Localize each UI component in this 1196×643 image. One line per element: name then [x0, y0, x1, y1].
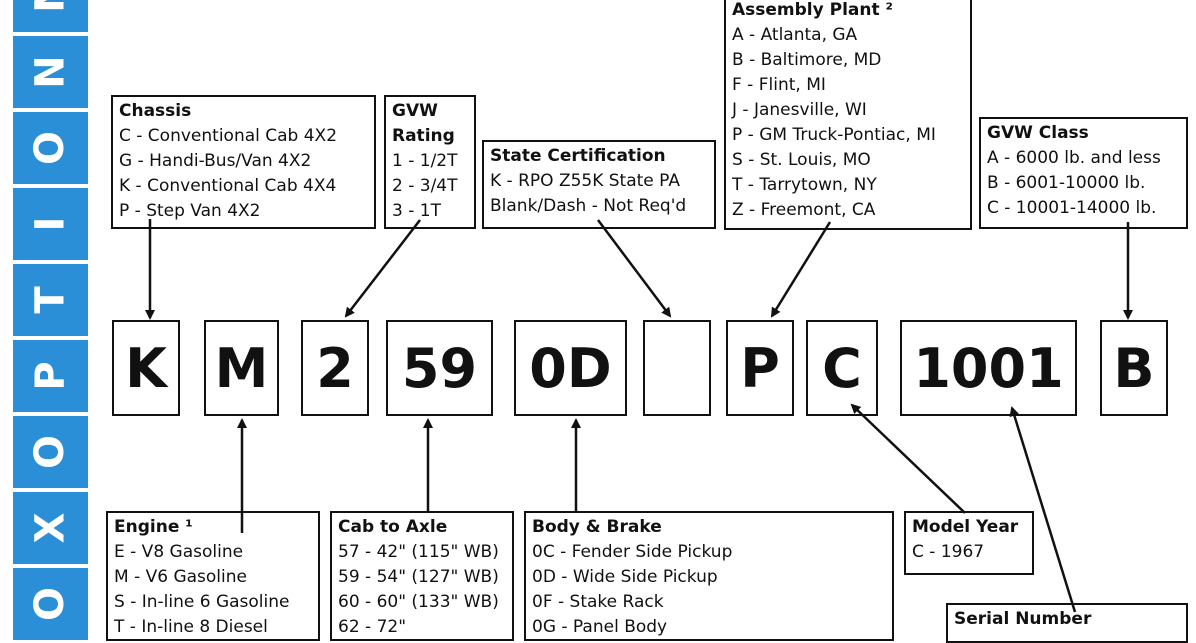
body-brake-box: Body & Brake 0C - Fender Side Pickup 0D … — [524, 511, 894, 641]
assembly-plant-line: A - Atlanta, GA — [732, 25, 858, 45]
gvw-class-line: B - 6001-10000 lb. — [987, 173, 1146, 193]
engine-line: E - V8 Gasoline — [114, 542, 244, 562]
vin-char: B — [1100, 320, 1168, 416]
connector-arrows — [145, 219, 1133, 613]
side-letter-band: N N O I T P O X O — [0, 0, 95, 640]
side-tile: X — [13, 492, 88, 564]
side-tile: O — [13, 112, 88, 184]
cab-axle-title: Cab to Axle — [338, 517, 448, 537]
model-year-line: C - 1967 — [912, 542, 985, 562]
assembly-plant-line: T - Tarrytown, NY — [732, 175, 877, 195]
chassis-box: Chassis C - Conventional Cab 4X2 G - Han… — [111, 95, 376, 229]
assembly-plant-title: Assembly Plant ² — [732, 0, 893, 20]
state-certification-box: State Certification K - RPO Z55K State P… — [482, 140, 716, 229]
side-tile: N — [13, 0, 88, 32]
arrow-serial — [1009, 406, 1077, 613]
gvw-class-line: A - 6000 lb. and less — [987, 148, 1161, 168]
cab-axle-line: 60 - 60" (133" WB) — [338, 592, 499, 612]
assembly-plant-line: Z - Freemont, CA — [732, 200, 876, 220]
serial-number-title: Serial Number — [954, 609, 1092, 629]
chassis-line: C - Conventional Cab 4X2 — [119, 126, 338, 146]
cab-axle-line: 59 - 54" (127" WB) — [338, 567, 499, 587]
model-year-title: Model Year — [912, 517, 1019, 537]
chassis-line: G - Handi-Bus/Van 4X2 — [119, 151, 312, 171]
assembly-plant-box: Assembly Plant ² A - Atlanta, GA B - Bal… — [724, 0, 972, 230]
engine-title: Engine ¹ — [114, 517, 193, 537]
vin-char: 0D — [514, 320, 627, 416]
vin-char: 59 — [386, 320, 493, 416]
assembly-plant-line: F - Flint, MI — [732, 75, 826, 95]
chassis-line: P - Step Van 4X2 — [119, 201, 261, 221]
vin-char: K — [112, 320, 180, 416]
body-brake-line: 0C - Fender Side Pickup — [532, 542, 733, 562]
body-brake-line: 0F - Stake Rack — [532, 592, 664, 612]
arrow-assembly-plant — [770, 221, 832, 318]
arrow-model-year — [850, 403, 966, 514]
cab-axle-line: 57 - 42" (115" WB) — [338, 542, 499, 562]
gvw-class-title: GVW Class — [987, 123, 1089, 143]
gvw-rating-line: 2 - 3/4T — [392, 176, 458, 196]
arrow-gvw-rating — [344, 219, 421, 318]
arrow-state-cert — [597, 219, 672, 318]
engine-line: S - In-line 6 Gasoline — [114, 592, 290, 612]
vin-char: P — [726, 320, 794, 416]
state-cert-title: State Certification — [490, 146, 666, 166]
gvw-class-line: C - 10001-14000 lb. — [987, 198, 1157, 218]
gvw-rating-line: 1 - 1/2T — [392, 151, 458, 171]
vin-char: 2 — [301, 320, 369, 416]
cab-to-axle-box: Cab to Axle 57 - 42" (115" WB) 59 - 54" … — [330, 511, 514, 641]
gvw-rating-box: GVW Rating 1 - 1/2T 2 - 3/4T 3 - 1T — [384, 95, 476, 229]
vin-char: 1001 — [900, 320, 1077, 416]
state-cert-line: K - RPO Z55K State PA — [490, 171, 680, 191]
side-tile: N — [13, 36, 88, 108]
assembly-plant-line: P - GM Truck-Pontiac, MI — [732, 125, 936, 145]
chassis-title: Chassis — [119, 101, 192, 121]
chassis-line: K - Conventional Cab 4X4 — [119, 176, 337, 196]
side-tile: T — [13, 264, 88, 336]
model-year-box: Model Year C - 1967 — [904, 511, 1034, 575]
assembly-plant-line: J - Janesville, WI — [732, 100, 867, 120]
engine-line: M - V6 Gasoline — [114, 567, 247, 587]
state-cert-line: Blank/Dash - Not Req'd — [490, 196, 687, 216]
gvw-rating-title: GVW Rating — [392, 101, 455, 146]
vin-char-blank — [643, 320, 711, 416]
side-tile: I — [13, 188, 88, 260]
vin-char: M — [204, 320, 279, 416]
assembly-plant-line: B - Baltimore, MD — [732, 50, 882, 70]
gvw-class-box: GVW Class A - 6000 lb. and less B - 6001… — [979, 117, 1188, 229]
body-brake-line: 0D - Wide Side Pickup — [532, 567, 718, 587]
gvw-rating-line: 3 - 1T — [392, 201, 441, 221]
side-tile: P — [13, 340, 88, 412]
assembly-plant-line: S - St. Louis, MO — [732, 150, 871, 170]
body-brake-title: Body & Brake — [532, 517, 662, 537]
side-tile: O — [13, 416, 88, 488]
vin-char: C — [806, 320, 878, 416]
